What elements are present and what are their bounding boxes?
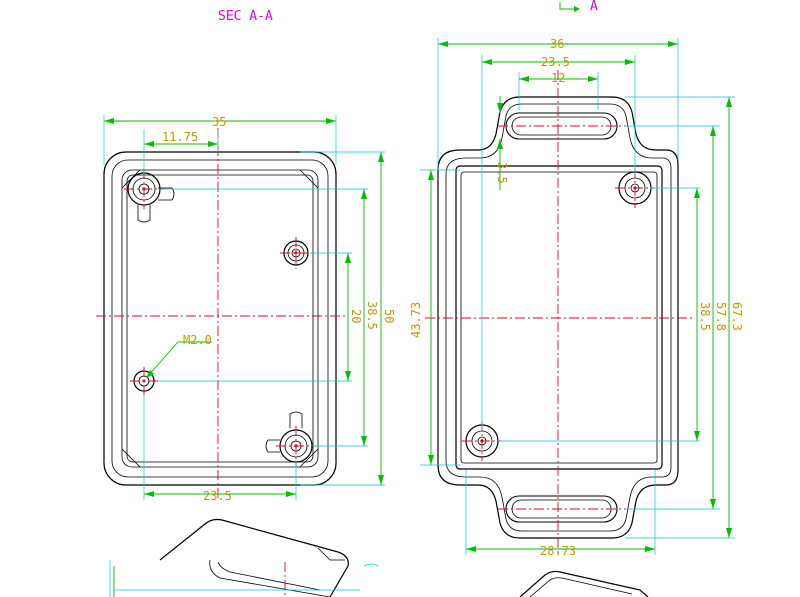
left-dim-overall-height: 50 (382, 309, 396, 323)
left-outer-outline (103, 151, 337, 486)
left-thread-leader (146, 341, 212, 378)
right-extension-lines (420, 38, 735, 555)
left-hole-m2 (130, 367, 158, 395)
right-slot-top (498, 112, 626, 140)
left-boss-bottom-right (265, 411, 316, 466)
partial-iso-view-right (519, 570, 649, 597)
partial-iso-view-left (109, 518, 379, 597)
right-flange-inner (445, 103, 672, 532)
right-dim-bottom-width: 28.73 (540, 544, 576, 558)
left-boss-top-left (124, 169, 175, 223)
right-dimension-lines (428, 41, 732, 552)
right-dim-body-length: 57.8 (714, 302, 728, 331)
left-dim-bottom-hole-spacing: 23.5 (203, 489, 232, 503)
right-dim-overall-length: 67.3 (730, 302, 744, 331)
right-dim-slot-height: 3.5 (495, 162, 509, 184)
left-wall-outline (111, 159, 329, 478)
section-label: SEC A-A (218, 9, 273, 24)
left-extension-lines (103, 115, 385, 500)
left-view: 35 11.75 23.5 M2.0 20 38.5 50 (96, 115, 396, 503)
right-dim-slot-span: 23.5 (541, 55, 570, 69)
right-inner-outline (460, 171, 658, 464)
left-boss-right-middle (280, 237, 312, 269)
right-dim-body-height: 43.73 (409, 302, 423, 338)
right-dim-hole-height: 38.5 (698, 302, 712, 331)
right-view: 36 23.5 12 28.73 3.5 43.73 38.5 57.8 67.… (409, 37, 744, 558)
left-thread-label: M2.0 (183, 333, 212, 347)
right-dim-slot-width: 12 (551, 71, 565, 85)
left-dimension-lines (104, 118, 384, 497)
right-slot-bottom (498, 495, 626, 523)
left-dim-overall-width: 35 (212, 115, 226, 129)
right-outer-outline (437, 96, 679, 539)
left-inner-outline (121, 169, 319, 468)
left-dim-inner-hole-spacing: 20 (349, 309, 363, 323)
view-marker-label: A (590, 0, 598, 14)
left-inner-floor (126, 174, 314, 463)
right-dim-overall-width: 36 (550, 37, 564, 51)
view-marker: A (559, 0, 598, 14)
left-dim-hole-offset: 11.75 (162, 130, 198, 144)
left-dim-hole-height: 38.5 (365, 301, 379, 330)
right-body-outline (455, 165, 663, 470)
